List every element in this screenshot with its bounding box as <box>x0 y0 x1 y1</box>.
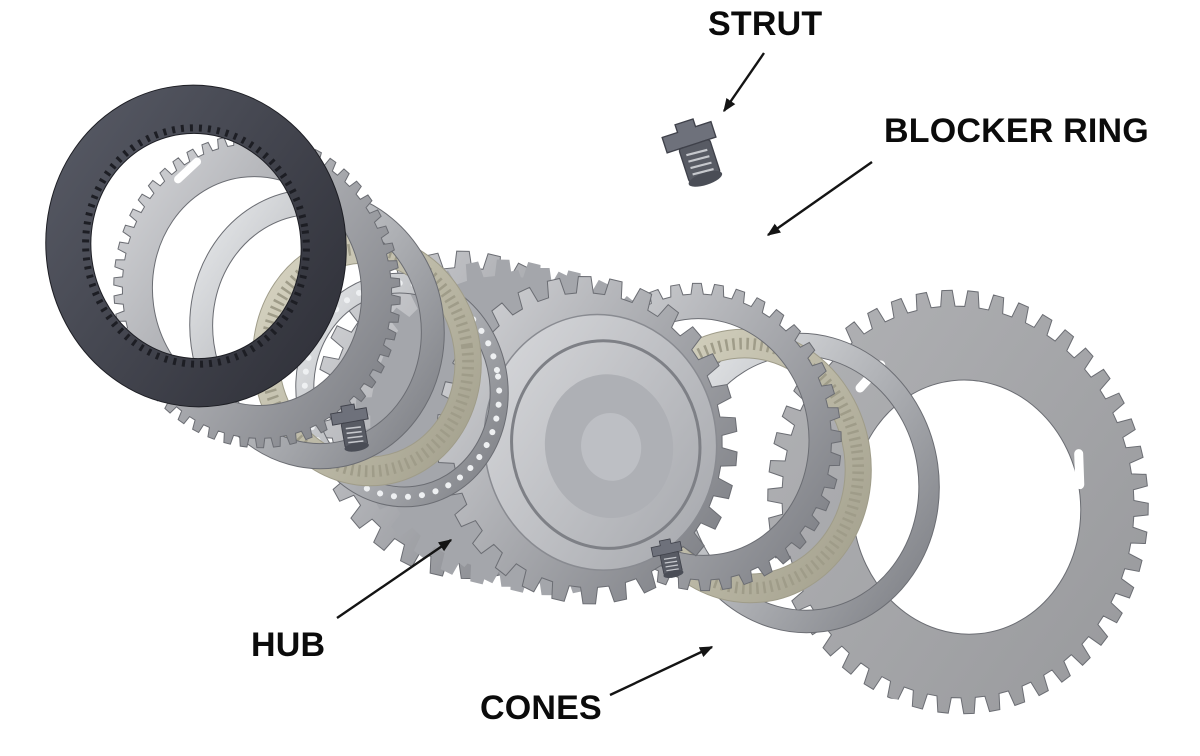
strut-part <box>661 118 723 187</box>
strut-label: STRUT <box>708 5 823 43</box>
cones-arrow <box>609 645 714 697</box>
assembly-parts <box>45 84 1149 715</box>
callout-arrows <box>336 52 873 697</box>
blocker-ring-arrow <box>766 161 873 236</box>
hub-arrow <box>336 539 453 619</box>
strut-arrow <box>723 52 765 113</box>
blocker-ring-label: BLOCKER RING <box>884 112 1149 150</box>
dark-outer-ring <box>45 84 347 408</box>
strut-lower <box>650 538 684 578</box>
strut-on-retainer <box>330 403 369 452</box>
hub-label: HUB <box>251 626 326 664</box>
cones-label: CONES <box>480 689 602 727</box>
